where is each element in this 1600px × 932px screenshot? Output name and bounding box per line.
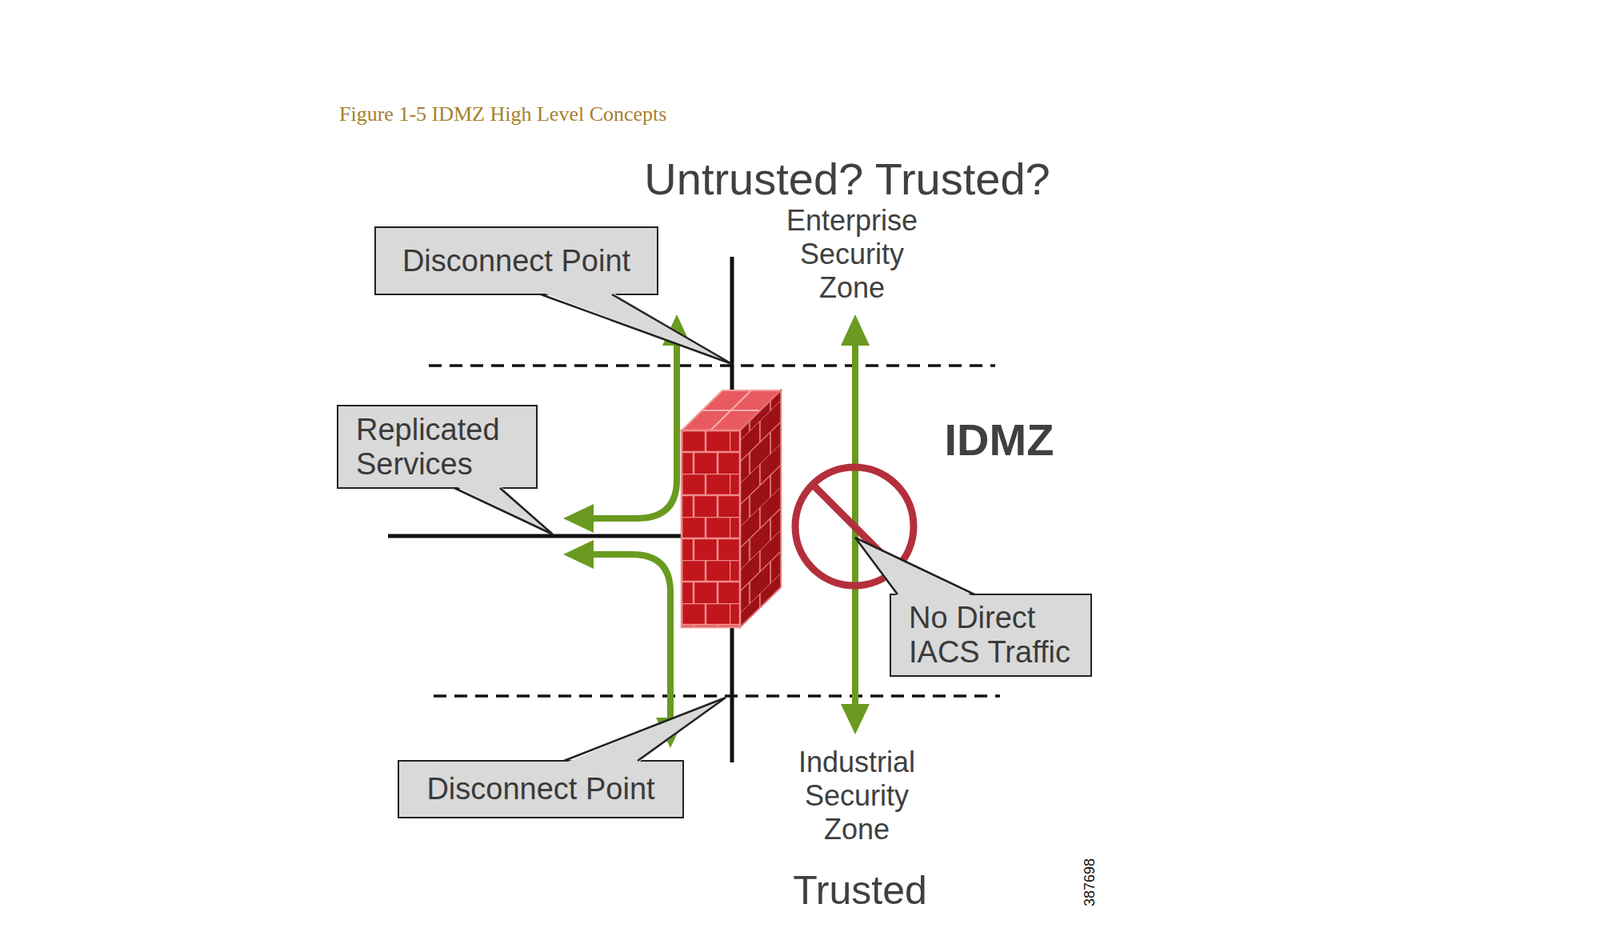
firewall-icon [681,390,781,628]
figure-caption: Figure 1-5 IDMZ High Level Concepts [339,102,667,127]
arrowhead [662,314,692,346]
prohibition-circle [795,467,914,586]
arrowheads [563,314,870,748]
zone-boundary [428,364,996,368]
callout-pointer [564,697,726,764]
zone-boundary [433,694,1000,698]
pointer-outline [855,537,975,595]
firewall-front [681,430,740,628]
pointer-fill [564,697,726,764]
callout-text: No Direct IACS Traffic [908,600,1081,670]
idmz-line [388,534,682,539]
arrowhead [563,540,594,569]
firewall-side [740,390,781,628]
prohibition-symbol [795,467,914,586]
callout-box: Disconnect Point [374,226,659,296]
pointer-fill [855,537,975,597]
callout-pointer [454,485,553,535]
pointer-outline [540,294,732,364]
callout-text: Replicated Services [356,412,527,482]
figure-number: 387698 [1080,842,1099,923]
callout-pointer [540,292,732,364]
zone-label: Enterprise Security Zone [764,204,940,305]
flow-arrows [588,340,856,720]
arrowhead [840,704,870,735]
pointer-outline [454,488,553,535]
firewall-brick-line [702,409,761,412]
zone-label: Industrial Security Zone [768,745,945,847]
arrowhead [840,314,870,346]
callout-box: No Direct IACS Traffic [889,593,1092,677]
diagram-title: Untrusted? Trusted? [527,153,1168,205]
callout-box: Disconnect Point [397,760,684,819]
pointer-fill [540,292,732,364]
trust-label: Trusted [740,867,980,914]
replication-arrow [588,554,671,720]
prohibition-slash [812,484,896,568]
pointer-fill [454,485,553,535]
callout-text: Disconnect Point [407,772,675,807]
callout-pointer [855,537,975,597]
arrowhead [656,717,685,748]
replication-arrow [588,342,677,519]
callout-text: Disconnect Point [384,244,649,279]
arrowhead [563,504,594,533]
zone-name: IDMZ [879,414,1120,466]
callout-box: Replicated Services [336,404,538,489]
pointer-outline [564,697,726,761]
